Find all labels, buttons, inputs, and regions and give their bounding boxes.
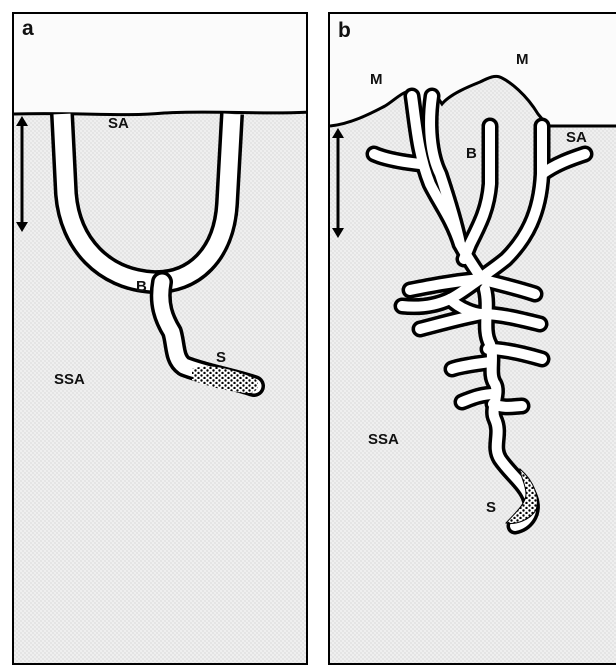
label-ssa: SSA: [54, 372, 85, 387]
label-ssa: SSA: [368, 432, 399, 447]
label-s: S: [216, 350, 226, 365]
panel-b-drawing: [330, 14, 616, 665]
label-b: B: [136, 279, 147, 294]
panel-b-letter: b: [338, 20, 351, 41]
panel-b: b M M B SA SSA S: [328, 12, 616, 665]
label-sa: SA: [108, 116, 129, 131]
label-s: S: [486, 500, 496, 515]
label-m-left: M: [370, 72, 383, 87]
label-b: B: [466, 146, 477, 161]
label-m-right: M: [516, 52, 529, 67]
panel-a: a SA B S SSA: [12, 12, 308, 665]
panel-a-drawing: [14, 14, 308, 665]
panel-a-letter: a: [22, 18, 34, 39]
label-sa: SA: [566, 130, 587, 145]
